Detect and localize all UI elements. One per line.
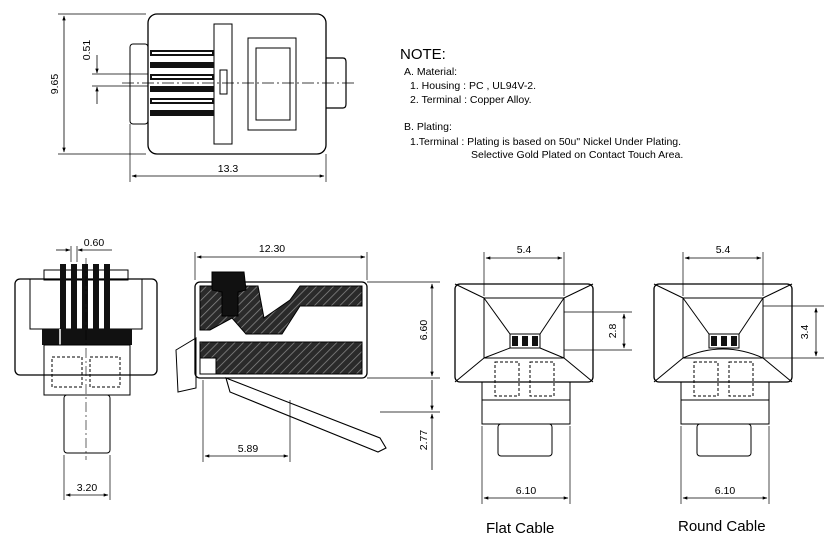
dim-flat-bottom: 6.10 <box>516 485 537 497</box>
dim-side-offset: 5.89 <box>238 443 259 455</box>
dim-front-pitch: 0.60 <box>84 237 105 249</box>
dim-round-side: 3.4 <box>799 325 811 340</box>
side-section-view <box>175 252 440 470</box>
note-plating-line1: 1.Terminal : Plating is based on 50u" Ni… <box>410 136 682 148</box>
flat-cable-view <box>454 252 632 504</box>
round-cable-view <box>653 252 824 504</box>
dim-flat-top: 5.4 <box>517 244 532 256</box>
dim-top-length: 13.3 <box>218 163 239 175</box>
dim-side-height: 6.60 <box>418 320 430 341</box>
caption-round-cable: Round Cable <box>678 518 766 535</box>
dim-flat-side: 2.8 <box>607 324 619 339</box>
note-material-heading: A. Material: <box>404 66 458 78</box>
dim-top-height: 9.65 <box>49 74 61 95</box>
note-terminal: 2. Terminal : Copper Alloy. <box>410 94 532 106</box>
front-contacts <box>42 264 132 345</box>
note-plating-heading: B. Plating: <box>404 121 452 133</box>
note-title: NOTE: <box>400 46 446 63</box>
dim-side-length: 12.30 <box>259 243 285 255</box>
dim-round-top: 5.4 <box>716 244 731 256</box>
note-housing: 1. Housing : PC , UL94V-2. <box>410 80 537 92</box>
dim-side-latch: 2.77 <box>418 430 430 451</box>
note-plating-line2: Selective Gold Plated on Contact Touch A… <box>471 149 684 161</box>
front-view <box>14 246 158 500</box>
dim-front-width: 3.20 <box>77 482 98 494</box>
caption-flat-cable: Flat Cable <box>486 520 555 537</box>
dim-top-pitch: 0.51 <box>81 40 93 61</box>
dim-round-bottom: 6.10 <box>715 485 736 497</box>
top-view <box>58 13 355 182</box>
